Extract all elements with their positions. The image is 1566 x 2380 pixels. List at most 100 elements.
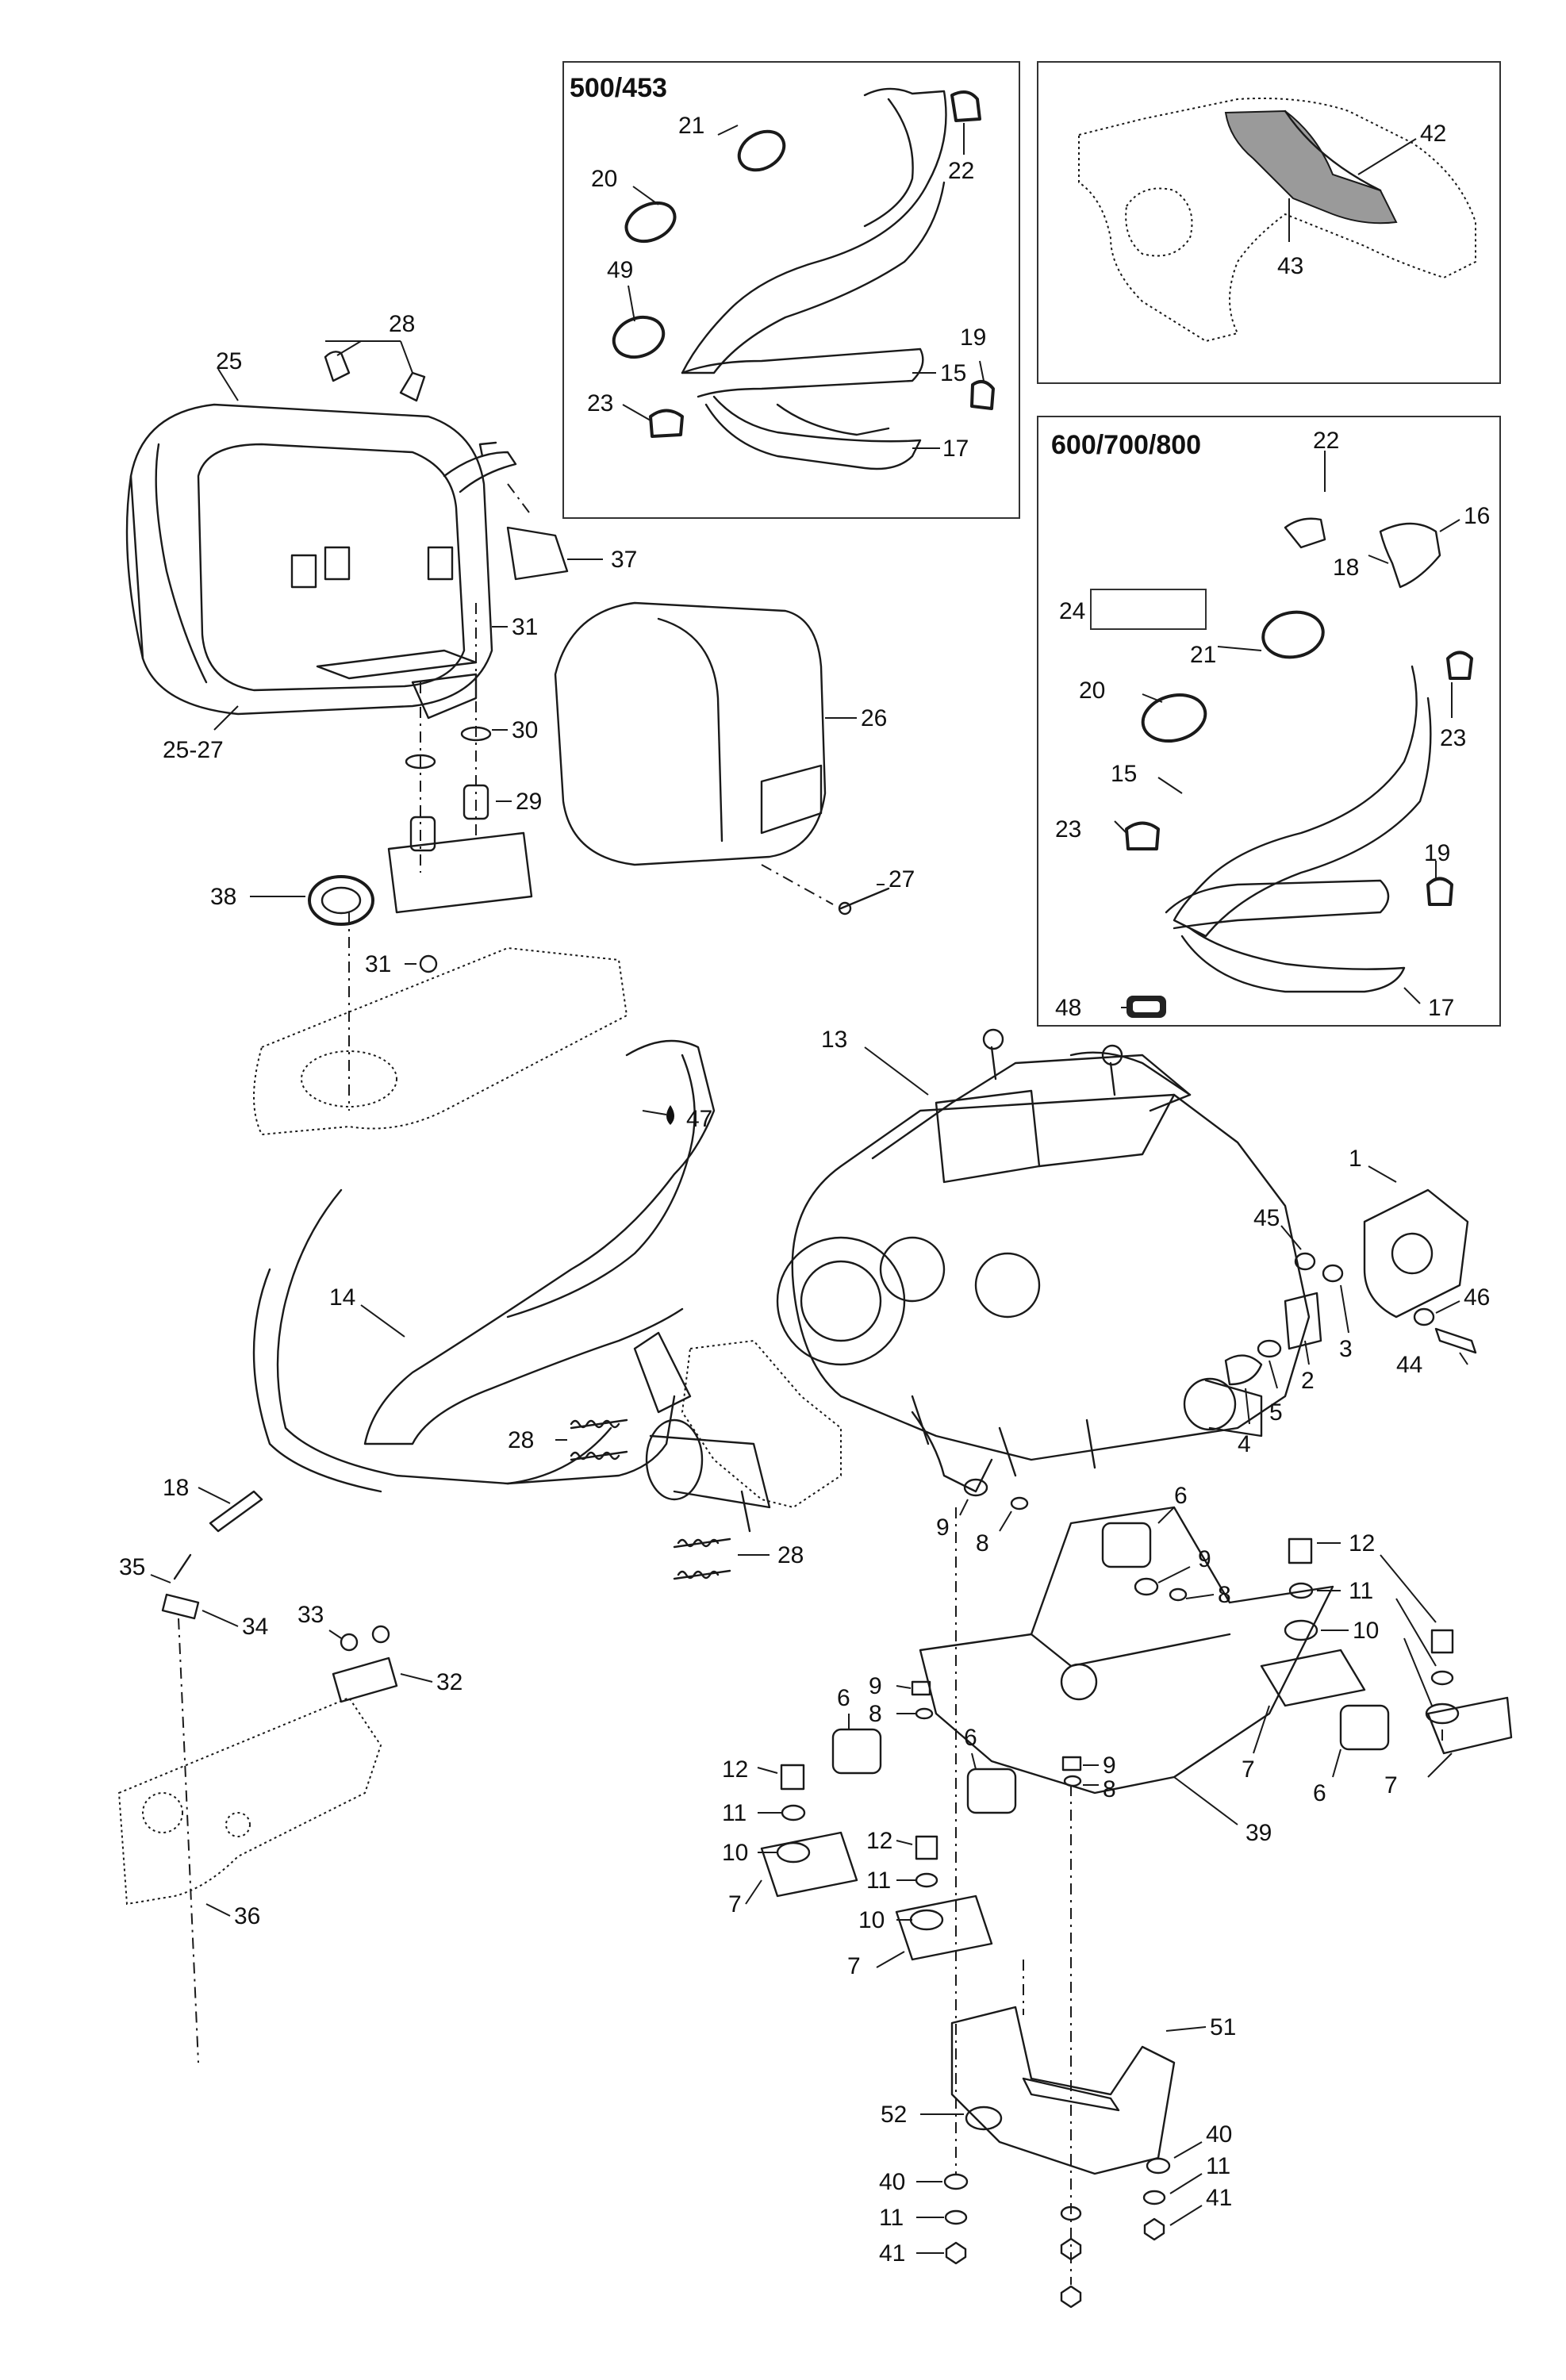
fasteners: 9 8 9 8 9 8 9 8 12 11 10 12 11 10 12 xyxy=(722,1478,1460,1933)
callout-25: 25 xyxy=(216,348,242,374)
callout-35: 35 xyxy=(119,1554,145,1580)
grommet: 38 xyxy=(210,875,374,926)
callout-16: 16 xyxy=(1464,503,1490,529)
callout-28: 28 xyxy=(389,311,415,337)
callout-11: 11 xyxy=(1349,1578,1373,1604)
callout-7: 7 xyxy=(1242,1756,1255,1783)
callout-18: 18 xyxy=(163,1475,189,1501)
callout-47: 47 xyxy=(686,1106,712,1132)
callout-20: 20 xyxy=(591,166,617,192)
inset-500-453: 500/453 21 20 49 22 19 15 23 17 xyxy=(562,61,1020,519)
rear-bracket: 33 32 36 xyxy=(117,1602,463,1929)
callout-44: 44 xyxy=(1396,1352,1422,1378)
callout-21: 21 xyxy=(678,113,704,139)
callout-15: 15 xyxy=(940,360,966,386)
callout-29: 29 xyxy=(516,789,542,815)
tuned-pipe: 14 47 xyxy=(252,1039,716,1493)
callout-9: 9 xyxy=(1103,1752,1116,1779)
callout-2: 2 xyxy=(1301,1368,1315,1394)
callout-9: 9 xyxy=(936,1514,950,1541)
callout-4: 4 xyxy=(1238,1431,1251,1457)
callout-23: 23 xyxy=(1440,725,1466,751)
exhaust-springs: 28 28 xyxy=(508,1418,804,1580)
callout-6: 6 xyxy=(837,1685,850,1711)
callout-40: 40 xyxy=(879,2169,905,2195)
callout-32: 32 xyxy=(436,1669,463,1695)
inset-heat-shield: 42 43 xyxy=(1037,61,1501,384)
callout-12: 12 xyxy=(866,1828,892,1854)
engine: 13 xyxy=(776,1027,1311,1493)
callout-10: 10 xyxy=(1353,1618,1379,1644)
callout-8: 8 xyxy=(1218,1582,1231,1608)
engine-side-parts: 1 45 2 3 5 4 46 44 xyxy=(1224,1146,1490,1457)
callout-49: 49 xyxy=(607,257,633,283)
callout-9: 9 xyxy=(1198,1546,1211,1572)
muffler-heat-shield: 26 27 xyxy=(554,601,915,916)
callout-17: 17 xyxy=(942,436,969,462)
callout-15: 15 xyxy=(1111,761,1137,787)
callout-30: 30 xyxy=(512,717,538,743)
callout-5: 5 xyxy=(1269,1399,1283,1426)
callout-19: 19 xyxy=(1424,840,1450,866)
muffler-mounts: 30 29 31 xyxy=(365,603,542,977)
callout-8: 8 xyxy=(1103,1776,1116,1802)
callout-6: 6 xyxy=(1174,1483,1188,1509)
engine-cradle: 39 xyxy=(919,1506,1334,1846)
callout-46: 46 xyxy=(1464,1284,1490,1311)
callout-41: 41 xyxy=(1206,2185,1232,2211)
callout-37: 37 xyxy=(611,547,637,573)
callout-9: 9 xyxy=(869,1673,882,1699)
callout-8: 8 xyxy=(869,1701,882,1727)
callout-23: 23 xyxy=(1055,816,1081,843)
callout-7: 7 xyxy=(1384,1772,1398,1798)
callout-10: 10 xyxy=(722,1840,748,1866)
callout-24: 24 xyxy=(1059,598,1085,624)
callout-27: 27 xyxy=(889,866,915,892)
pipe-hanger-left: 18 35 34 xyxy=(119,1475,268,2063)
callout-31: 31 xyxy=(512,614,538,640)
callout-7: 7 xyxy=(728,1891,742,1917)
callout-11: 11 xyxy=(722,1800,747,1826)
callout-7: 7 xyxy=(847,1953,861,1979)
callout-22: 22 xyxy=(948,158,974,184)
inset-600-700-800-title: 600/700/800 xyxy=(1051,430,1201,460)
callout-51: 51 xyxy=(1210,2014,1236,2040)
callout-25-27: 25-27 xyxy=(163,737,224,763)
engine-mounts: 6 6 6 6 7 7 7 7 xyxy=(728,1483,1513,1979)
callout-40: 40 xyxy=(1206,2121,1232,2148)
callout-6: 6 xyxy=(1313,1780,1326,1806)
callout-28: 28 xyxy=(508,1427,534,1453)
callout-11: 11 xyxy=(879,2205,904,2231)
callout-14: 14 xyxy=(329,1284,355,1311)
callout-33: 33 xyxy=(297,1602,324,1628)
callout-3: 3 xyxy=(1339,1336,1353,1362)
callout-12: 12 xyxy=(1349,1530,1375,1557)
callout-48: 48 xyxy=(1055,995,1081,1021)
callout-1: 1 xyxy=(1349,1146,1362,1172)
callout-20: 20 xyxy=(1079,678,1105,704)
callout-36: 36 xyxy=(234,1903,260,1929)
callout-45: 45 xyxy=(1253,1205,1280,1231)
inset-600-700-800: 600/700/800 22 16 18 24 21 20 23 15 xyxy=(1037,416,1501,1027)
callout-26: 26 xyxy=(861,705,887,731)
callout-39: 39 xyxy=(1246,1820,1272,1846)
lower-bracket: 51 52 40 11 41 40 11 41 xyxy=(879,1507,1236,2309)
callout-28: 28 xyxy=(777,1542,804,1568)
callout-42: 42 xyxy=(1420,121,1446,147)
callout-13: 13 xyxy=(821,1027,847,1053)
callout-21: 21 xyxy=(1190,642,1216,668)
callout-19: 19 xyxy=(960,324,986,351)
callout-11: 11 xyxy=(1206,2153,1230,2179)
callout-10: 10 xyxy=(858,1907,885,1933)
exhaust-manifold xyxy=(645,1339,842,1533)
callout-17: 17 xyxy=(1428,995,1454,1021)
inset-500-453-title: 500/453 xyxy=(570,73,667,103)
callout-18: 18 xyxy=(1333,555,1359,581)
support-plate xyxy=(253,912,628,1136)
callout-38: 38 xyxy=(210,884,236,910)
callout-41: 41 xyxy=(879,2240,905,2267)
callout-6: 6 xyxy=(964,1725,977,1751)
callout-8: 8 xyxy=(976,1530,989,1557)
callout-34: 34 xyxy=(242,1614,268,1640)
